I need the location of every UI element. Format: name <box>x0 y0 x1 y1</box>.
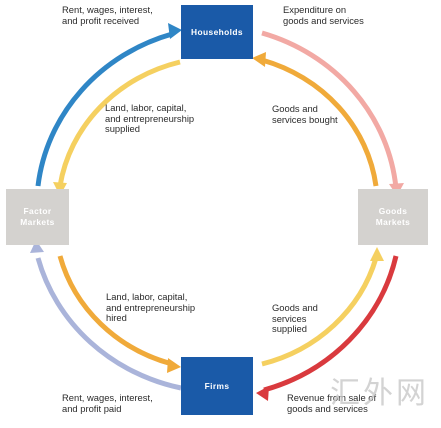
factor-markets-node: Factor Markets <box>6 189 69 245</box>
outer-flow-goods-to-firms <box>263 255 399 393</box>
inner-flow-firms-to-goods <box>261 257 379 367</box>
label-rent-paid: Rent, wages, interest, and profit paid <box>62 392 153 414</box>
label-land-supplied: Land, labor, capital, and entrepreneursh… <box>105 102 195 135</box>
label-rent-received: Rent, wages, interest, and profit receiv… <box>62 4 153 26</box>
watermark: 汇外网 <box>330 376 429 411</box>
label-goods-supplied: Goods and services supplied <box>272 302 318 335</box>
households-node: Households <box>181 5 253 59</box>
goods-markets-node: Goods Markets <box>358 189 428 245</box>
inner-flow-factor-to-firms <box>57 255 173 367</box>
inner-arrowhead-firms <box>167 358 181 373</box>
label-goods-bought: Goods and services bought <box>272 103 338 125</box>
outer-flow-firms-to-factor <box>35 257 182 391</box>
label-land-hired: Land, labor, capital, and entrepreneursh… <box>106 291 196 324</box>
outer-flow-factor-to-households <box>35 31 173 187</box>
inner-arrowhead-households <box>252 52 266 67</box>
inner-arrowhead-goods <box>370 247 384 261</box>
outer-arrowhead-households <box>168 23 182 39</box>
inner-flow-goods-to-households <box>261 57 379 187</box>
outer-arrowhead-firms <box>256 386 269 401</box>
label-revenue: Revenue from sale of goods and services <box>287 392 377 414</box>
label-expenditure: Expenditure on goods and services <box>283 4 364 26</box>
firms-node: Firms <box>181 357 253 415</box>
inner-flow-households-to-factor <box>57 59 181 187</box>
outer-flow-households-to-goods <box>261 30 399 189</box>
outer-arrowhead-factor <box>30 240 44 253</box>
